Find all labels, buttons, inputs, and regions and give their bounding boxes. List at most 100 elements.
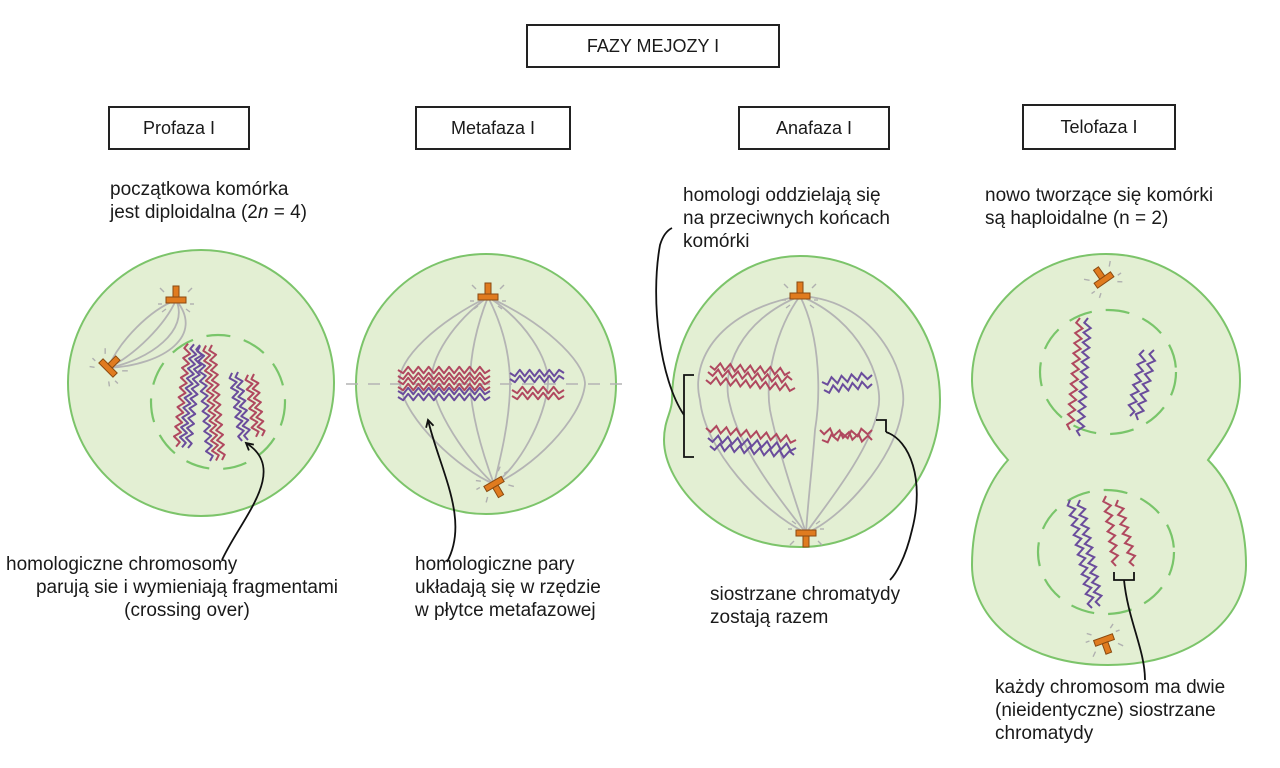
metaphase-homolog (397, 386, 491, 396)
metaphase-centrosome (475, 466, 515, 503)
prophase-annotation-pointer (221, 442, 265, 561)
anaphase-chromatid (821, 371, 873, 387)
telophase-chromatid (1066, 499, 1095, 609)
metaphase-annotation-line: homologiczne pary (415, 554, 575, 575)
metaphase-spindle-fiber (487, 296, 586, 485)
metaphase-homolog (397, 382, 491, 392)
telophase-description-line: są haploidalne (n = 2) (985, 208, 1169, 229)
telophase-chromatid (1134, 349, 1157, 421)
metaphase-spindle-fiber (487, 296, 549, 485)
telophase-annotation-line: chromatydy (995, 723, 1094, 744)
telophase-chromatid (1127, 349, 1147, 417)
anaphase-chromatid (823, 380, 873, 395)
prophase-chromosome-pair (202, 345, 220, 461)
diagram-title: FAZY MEJOZY I (586, 35, 720, 56)
telophase-chromatid (1075, 317, 1093, 437)
metaphase-homolog (509, 368, 565, 378)
telophase-centrosome (1083, 260, 1123, 299)
phase-name-telophase: Telofaza I (1060, 116, 1138, 137)
phase-box-anaphase: Anafaza I (738, 106, 890, 150)
anaphase-chromatid (705, 424, 797, 445)
anaphase-spindle-fiber (799, 295, 880, 534)
prophase-annotation-line: homologiczne chromosomy (6, 554, 238, 575)
metaphase-annotation-line: w płytce metafazowej (415, 600, 596, 621)
phase-name-anaphase: Anafaza I (775, 117, 853, 138)
prophase-annotation-arrowhead (244, 441, 255, 451)
telophase-cell (970, 252, 1248, 667)
anaphase-centrosome (782, 281, 818, 309)
anaphase-annotation: siostrzane chromatydy zostają razem (710, 583, 900, 629)
prophase-chromosome-pair (244, 374, 260, 438)
metaphase-homolog (397, 392, 491, 402)
prophase-annotation-line: parują sie i wymieniają fragmentami (35, 577, 338, 598)
anaphase-annotation-pointer (885, 431, 918, 581)
diagram-title-box: FAZY MEJOZY I (526, 24, 780, 68)
metaphase-centrosome (470, 282, 506, 310)
anaphase-chromatid (705, 375, 796, 393)
telophase-chromatid (1114, 499, 1137, 567)
prophase-chromosome-pair (179, 343, 198, 448)
metaphase-homolog (511, 385, 565, 395)
prophase-description-line: początkowa komórka (110, 179, 289, 200)
metaphase-homolog (397, 376, 491, 386)
telophase-annotation-line: każdy chromosom ma dwie (995, 677, 1226, 698)
metaphase-spindle-fiber (398, 296, 495, 485)
anaphase-chromatid (821, 427, 873, 444)
phase-name-prophase: Profaza I (142, 117, 216, 138)
telophase-annotation: każdy chromosom ma dwie (nieidentyczne) … (995, 676, 1225, 745)
telophase-chromatid (1065, 317, 1085, 431)
metaphase-spindle-fiber (430, 296, 495, 485)
prophase-annotation: homologiczne chromosomy parują sie i wym… (4, 553, 370, 622)
prophase-chromosome-pair (234, 371, 251, 441)
metaphase-annotation-line: układają się w rzędzie (415, 577, 601, 598)
anaphase-spindle-fiber (799, 295, 905, 534)
metaphase-homolog (397, 365, 491, 375)
prophase-centrosome (158, 285, 194, 313)
prophase-spindle-fiber (107, 299, 187, 369)
prophase-centrosome (89, 348, 128, 387)
metaphase-homolog (397, 371, 491, 381)
metaphase-annotation-arrowhead (425, 418, 435, 428)
anaphase-spindle-fiber (697, 295, 807, 534)
telophase-annotation-pointer (1123, 579, 1146, 681)
prophase-chromosome-pair (208, 344, 226, 461)
anaphase-chromatid (819, 426, 873, 444)
telophase-nuclear-envelope (1036, 488, 1176, 616)
telophase-nuclear-envelope (1038, 308, 1178, 436)
anaphase-chromatid (707, 367, 793, 385)
anaphase-chromatid (709, 442, 795, 459)
metaphase-homolog (509, 374, 565, 384)
anaphase-spindle-fiber (799, 295, 820, 534)
phase-name-metaphase: Metafaza I (450, 117, 536, 138)
anaphase-description: homologi oddzielają się na przeciwnych k… (683, 184, 890, 253)
prophase-chromosome-pair (196, 345, 214, 462)
anaphase-spindle-fiber (726, 295, 807, 534)
prophase-nuclear-envelope (149, 333, 287, 471)
anaphase-homolog-bracket (683, 374, 694, 458)
telophase-description: nowo tworzące się komórki są haploidalne… (985, 184, 1213, 230)
anaphase-cell (662, 254, 942, 549)
prophase-chromosome-pair (250, 373, 266, 437)
prophase-spindle-fiber (107, 299, 180, 369)
anaphase-description-line: na przeciwnych końcach (683, 208, 890, 229)
telophase-centrosome (1085, 623, 1124, 658)
anaphase-description-pointer (655, 227, 685, 416)
anaphase-centrosome (788, 520, 824, 548)
anaphase-spindle-fiber (767, 295, 807, 534)
prophase-chromosome-pair (228, 372, 245, 442)
prophase-annotation-line: (crossing over) (124, 600, 250, 621)
telophase-chromatid (1076, 499, 1104, 607)
metaphase-homolog (511, 391, 565, 401)
metaphase-spindle-fiber (487, 296, 511, 485)
prophase-chromosome-pair (173, 342, 192, 448)
prophase-description-line: jest diploidalna (2n = 4) (110, 202, 308, 223)
metaphase-annotation-pointer (427, 419, 457, 563)
telophase-annotation-line: (nieidentyczne) siostrzane (995, 700, 1216, 721)
phase-box-prophase: Profaza I (108, 106, 250, 150)
telophase-description-line: nowo tworzące się komórki (985, 185, 1214, 206)
anaphase-chromatid (709, 361, 791, 377)
phase-box-metaphase: Metafaza I (415, 106, 571, 150)
prophase-description: początkowa komórka jest diploidalna (2n … (110, 178, 307, 224)
anaphase-chromatid-bracket (876, 419, 887, 432)
